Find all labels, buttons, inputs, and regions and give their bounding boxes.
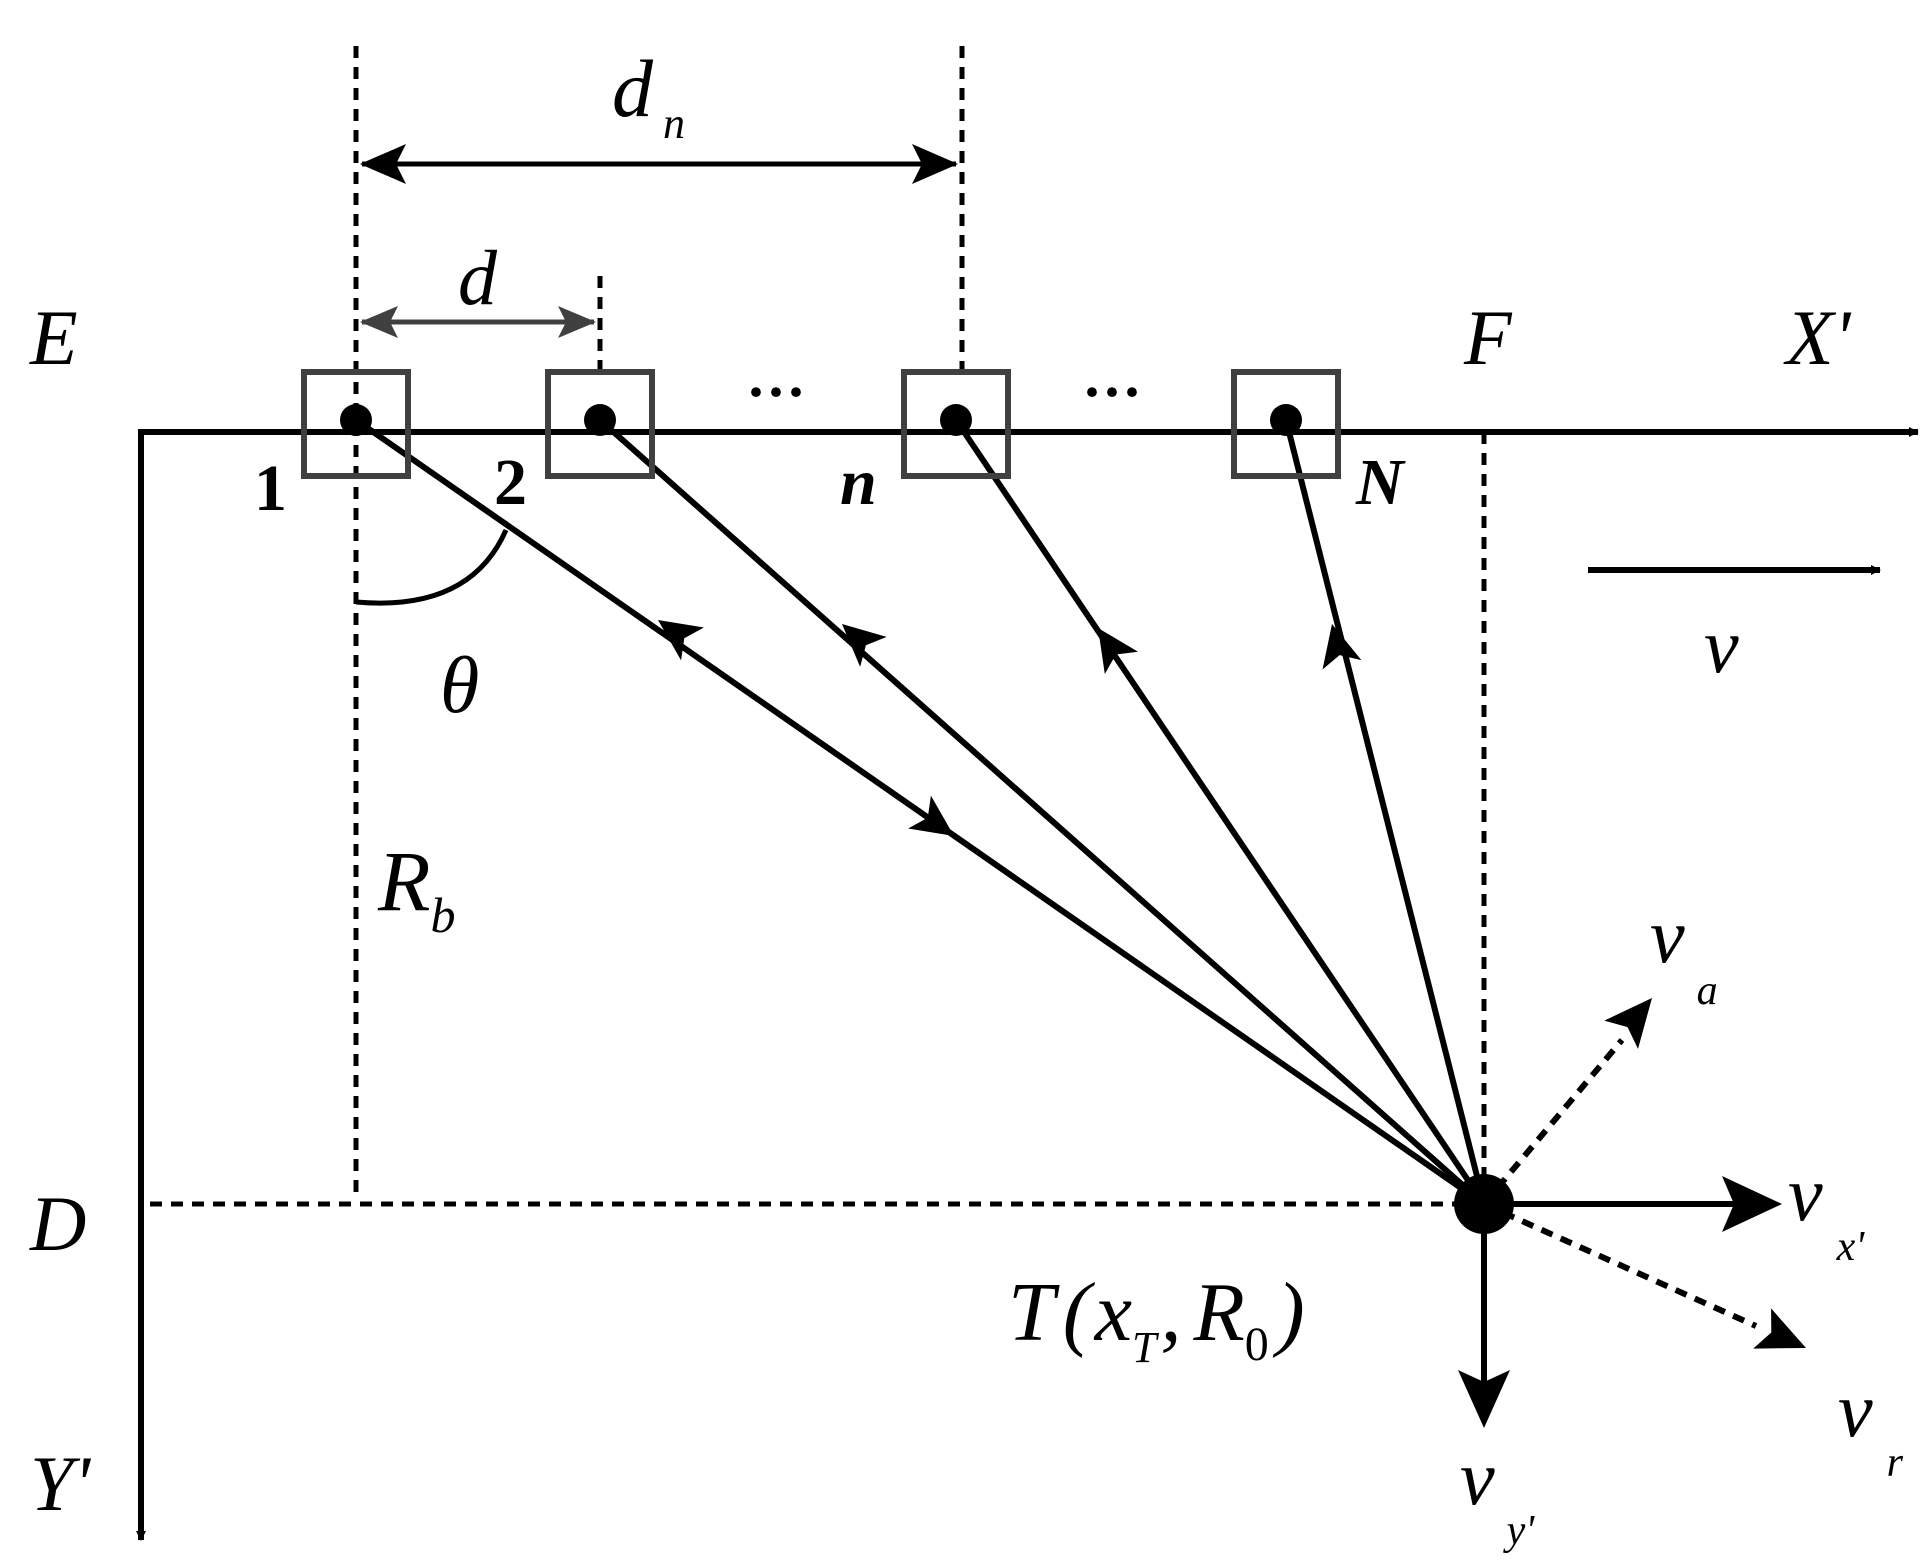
antenna-n-phase-center (940, 404, 972, 436)
path-target-to-antenna-2 (598, 417, 1486, 1207)
v-y-arrowhead (1458, 1370, 1510, 1428)
theta-angle-arc (355, 528, 509, 606)
label-v-y-main: v (1460, 1434, 1495, 1521)
antenna-n-box (901, 369, 1011, 479)
label-E: E (29, 294, 78, 381)
label-ellipsis-2: ··· (1082, 359, 1142, 425)
label-target-open-paren: ( (1063, 1266, 1096, 1359)
arrowhead-path1-upward (658, 620, 704, 661)
echo-paths (354, 417, 1487, 1207)
antenna-1 (301, 369, 411, 479)
label-target-R: R (1192, 1266, 1244, 1359)
antenna-N-box (1231, 369, 1341, 479)
axes (136, 427, 1919, 1541)
label-v-r-sub: r (1887, 1440, 1904, 1486)
label-target-T: T (1008, 1266, 1060, 1359)
label-target: T(xT,R0) (1008, 1266, 1305, 1372)
label-v-a-sub: a (1697, 968, 1718, 1014)
label-target-R-sub: 0 (1245, 1318, 1269, 1371)
antenna-2-phase-center (584, 404, 616, 436)
label-D: D (29, 1180, 86, 1267)
label-theta: θ (440, 642, 479, 730)
label-antenna-1: 1 (254, 452, 287, 525)
v-a-vector (1481, 1038, 1625, 1206)
path-target-to-antenna-n (953, 418, 1487, 1206)
label-v-y-sub: y' (1503, 1508, 1536, 1554)
arrowhead-path1-downward (908, 795, 954, 836)
antenna-2-box (545, 369, 655, 479)
label-v: v (1704, 602, 1739, 689)
label-v-r: vr (1838, 1366, 1904, 1486)
d-arrowhead-left (360, 306, 398, 338)
label-v-a-main: v (1650, 892, 1685, 979)
label-d-n-main: d (612, 43, 654, 134)
label-d: d (458, 234, 498, 321)
label-R-b-main: R (377, 833, 431, 929)
label-R-b: Rb (377, 833, 456, 943)
label-antenna-N: N (1355, 446, 1406, 519)
label-target-x-sub: T (1132, 1323, 1160, 1372)
label-v-x: v x' (1788, 1150, 1865, 1270)
v-a-arrowhead (1604, 998, 1652, 1049)
label-target-close-paren: ) (1273, 1266, 1305, 1359)
label-R-b-sub: b (431, 887, 456, 943)
d-arrowhead-right (558, 306, 596, 338)
label-v-x-main: v (1788, 1150, 1823, 1237)
d-n-arrowhead-right (912, 144, 958, 184)
antenna-2 (545, 369, 655, 479)
arrowhead-path2-upward (842, 624, 887, 667)
label-antenna-2: 2 (494, 446, 527, 519)
antenna-n (901, 369, 1011, 479)
label-target-x: x (1093, 1266, 1132, 1359)
label-ellipsis-1: ··· (746, 359, 806, 425)
d-n-arrowhead-left (360, 144, 406, 184)
path-target-to-antenna-N (1283, 419, 1487, 1205)
antenna-1-phase-center (340, 404, 372, 436)
label-target-comma: , (1160, 1266, 1181, 1359)
label-d-n-sub: n (663, 99, 685, 148)
label-F: F (1463, 294, 1513, 381)
label-v-y: vy' (1460, 1434, 1535, 1554)
label-v-r-main: v (1838, 1366, 1873, 1453)
antenna-N (1231, 369, 1341, 479)
target-point (1454, 1174, 1514, 1234)
v-r-vector (1482, 1201, 1758, 1329)
label-v-a: va (1650, 892, 1718, 1014)
label-antenna-n: n (840, 446, 877, 519)
antenna-array (301, 369, 1341, 479)
label-y-prime-axis: Y' (30, 1440, 91, 1527)
target-velocity-vectors (1458, 998, 1806, 1428)
label-v-x-sub: x' (1836, 1224, 1866, 1270)
v-r-arrowhead (1753, 1308, 1806, 1349)
arrowhead-pathn-upward (1098, 628, 1139, 675)
path-target-to-antenna-1 (354, 417, 1486, 1207)
arrowhead-pathN-upward (1322, 624, 1362, 670)
dimension-arrows (360, 144, 958, 338)
antenna-1-box (301, 369, 411, 479)
dashed-guides (150, 46, 1487, 1207)
label-x-prime-axis: X' (1783, 294, 1852, 381)
antenna-N-phase-center (1270, 404, 1302, 436)
v-x-arrowhead (1722, 1176, 1782, 1232)
path-arrowheads (658, 620, 1362, 836)
